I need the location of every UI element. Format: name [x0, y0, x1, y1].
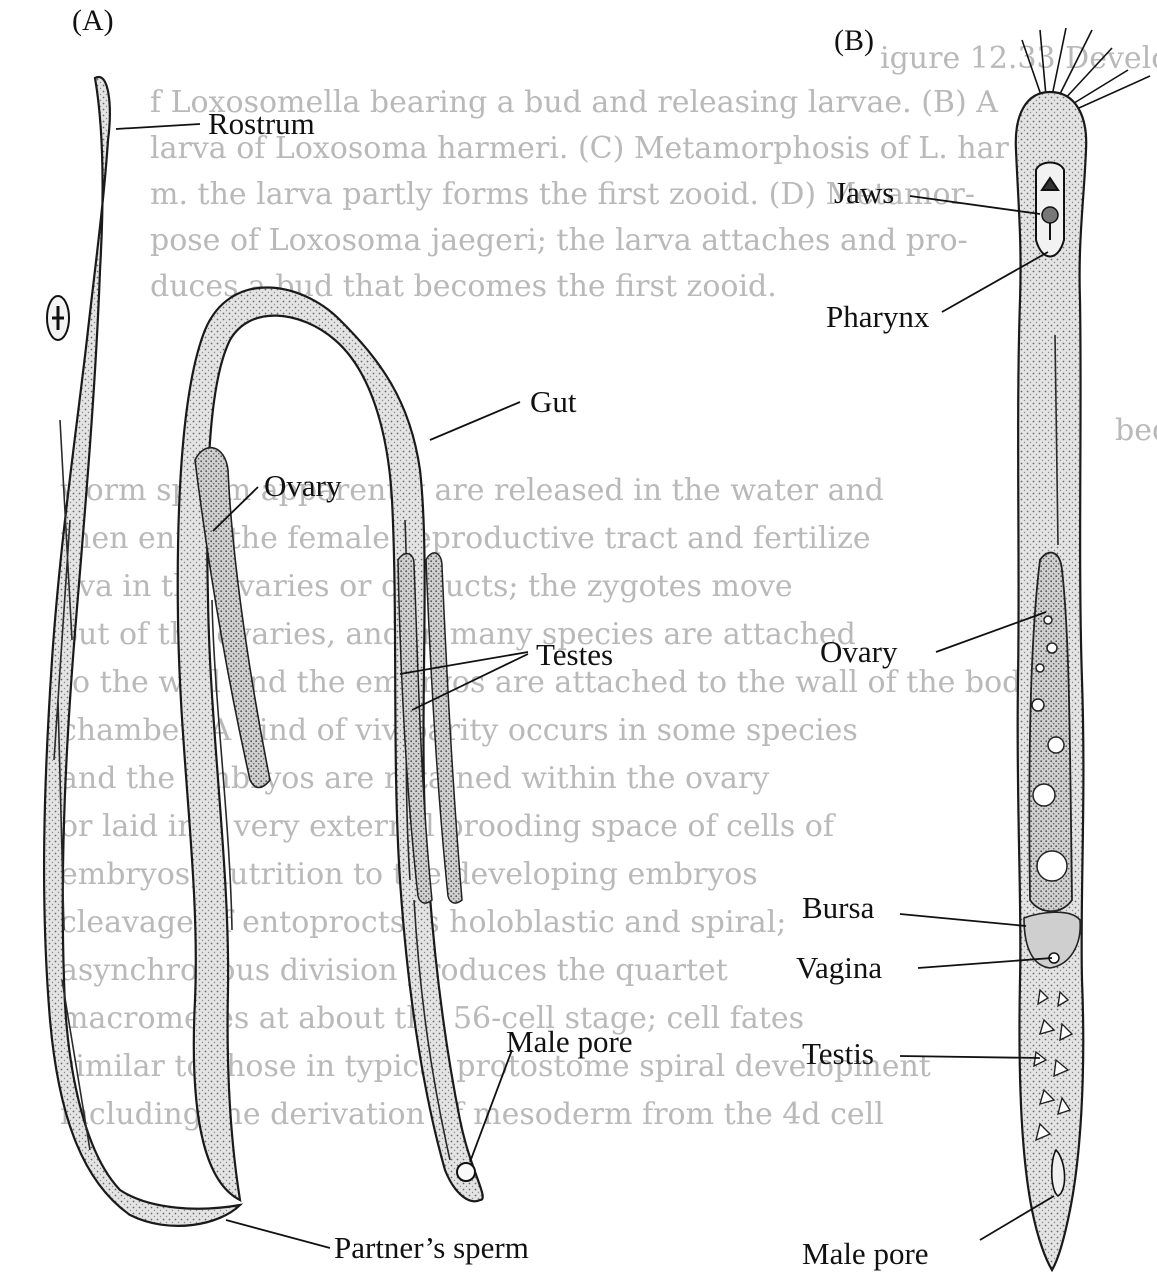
male-pore-a — [457, 1163, 475, 1181]
label-vagina: Vagina — [796, 950, 882, 985]
bg-line: igure 12.33 Development in entoprocts. (… — [880, 41, 1157, 76]
panel-label-a: (A) — [72, 4, 114, 37]
label-rostrum: Rostrum — [208, 106, 315, 141]
leader-rostrum — [116, 124, 200, 129]
bg-line: including the derivation of mesoderm fro… — [60, 1097, 884, 1132]
label-ovary-b: Ovary — [820, 634, 898, 669]
label-partners-sperm: Partner’s sperm — [334, 1230, 529, 1265]
bg-line: chamber. A kind of viviparity occurs in … — [60, 713, 858, 748]
label-jaws: Jaws — [834, 175, 894, 210]
bg-line: similar to those in typical protostome s… — [60, 1049, 931, 1084]
label-testis: Testis — [802, 1036, 874, 1071]
label-male-pore-a: Male pore — [506, 1024, 633, 1059]
bg-line: asynchronous division produces the quart… — [60, 953, 728, 988]
bg-line: pose of Loxosoma jaegeri; the larva atta… — [150, 223, 968, 258]
leader-partners-sperm — [226, 1220, 330, 1248]
label-testes: Testes — [536, 637, 613, 672]
leader-gut — [430, 402, 520, 440]
leader-bursa — [900, 914, 1026, 926]
label-gut: Gut — [530, 384, 577, 419]
bg-line: bed — [1115, 413, 1157, 448]
label-bursa: Bursa — [802, 890, 875, 925]
jaws-b-center — [1042, 207, 1058, 223]
panel-label-b: (B) — [834, 24, 874, 57]
label-ovary-a: Ovary — [264, 468, 342, 503]
label-pharynx: Pharynx — [826, 299, 930, 334]
label-male-pore-b: Male pore — [802, 1236, 929, 1271]
